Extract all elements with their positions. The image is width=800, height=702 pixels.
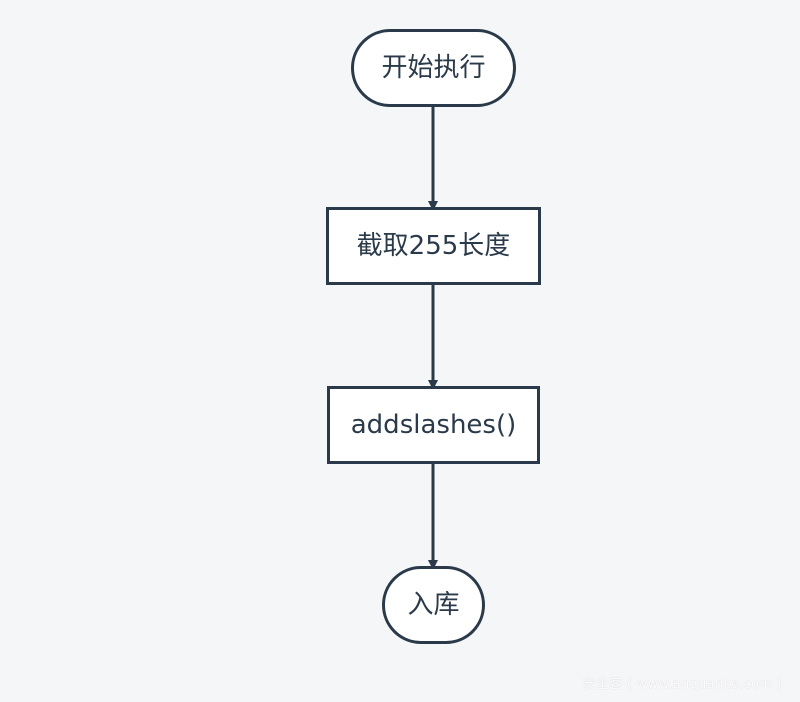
- watermark: 安全客 ( www.anquanke.com ): [582, 677, 782, 692]
- addslashes-node: addslashes(): [327, 386, 540, 464]
- store-node: 入库: [382, 566, 485, 644]
- store-node-label: 入库: [407, 590, 460, 620]
- addslashes-node-label: addslashes(): [350, 410, 517, 440]
- start-node-label: 开始执行: [381, 53, 486, 83]
- truncate-node-label: 截取255长度: [356, 231, 511, 261]
- truncate-node: 截取255长度: [326, 207, 541, 285]
- start-node: 开始执行: [351, 29, 516, 107]
